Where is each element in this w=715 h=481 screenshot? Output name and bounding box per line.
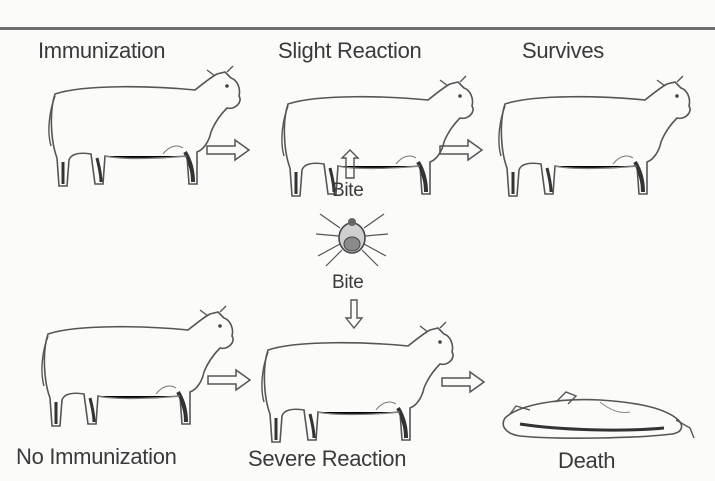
top-border: [0, 27, 715, 30]
label-bite-top: Bite: [332, 180, 364, 201]
arrow-right-icon: [439, 139, 483, 161]
label-slight-reaction: Slight Reaction: [278, 38, 422, 63]
arrow-right-icon: [206, 139, 250, 161]
arrow-right-icon: [441, 371, 485, 393]
tick-icon: [315, 213, 389, 267]
cow-not-immunized: [39, 304, 236, 428]
label-no-immunization: No Immunization: [16, 444, 177, 469]
label-immunization: Immunization: [38, 38, 166, 63]
cow-survives: [496, 74, 693, 198]
cow-dead: [502, 391, 695, 439]
label-survives: Survives: [522, 38, 604, 63]
label-severe-reaction: Severe Reaction: [248, 446, 407, 471]
cow-severe-reaction: [259, 320, 456, 444]
cow-slight-reaction: [279, 74, 476, 198]
label-death: Death: [558, 448, 616, 473]
arrow-down-icon: [344, 299, 364, 330]
label-bite-bottom: Bite: [332, 272, 364, 293]
arrow-up-icon: [340, 149, 360, 179]
cow-immunized: [46, 64, 243, 188]
arrow-right-icon: [207, 369, 251, 391]
